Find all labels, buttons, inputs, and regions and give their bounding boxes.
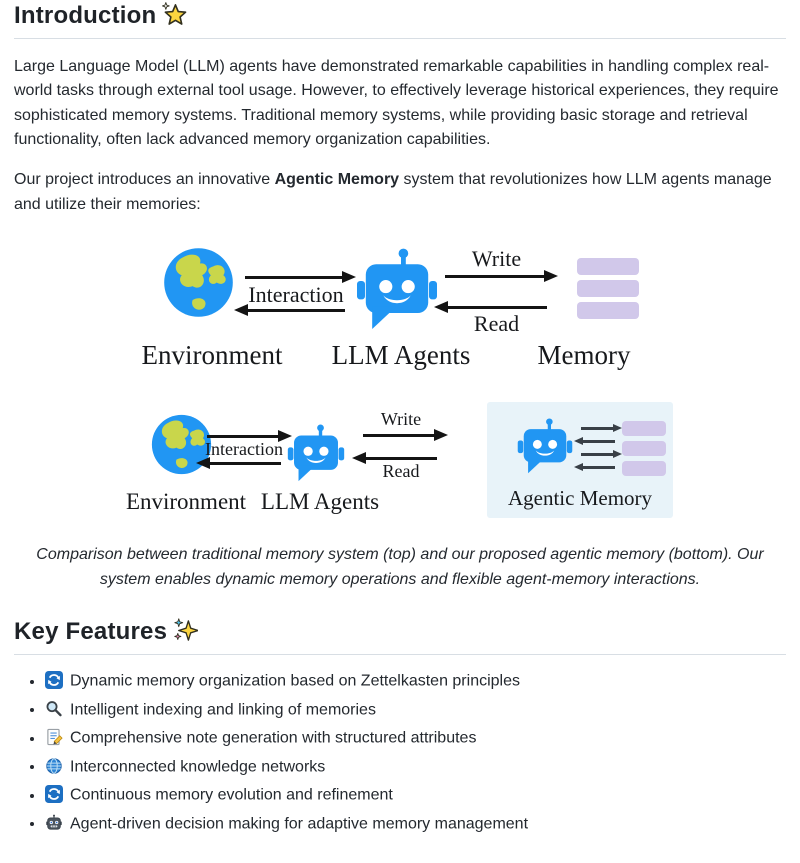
- llm-agents-label: LLM Agents: [260, 488, 380, 514]
- write-arrow: [445, 274, 547, 278]
- agentic-memory-label: Agentic Memory: [507, 485, 653, 510]
- interaction-arrow-right: [245, 275, 345, 279]
- key-features-heading: Key Features: [14, 618, 786, 656]
- feature-item: Intelligent indexing and linking of memo…: [45, 700, 786, 720]
- para2-before: Our project introduces an innovative: [14, 171, 275, 189]
- figure-caption: Comparison between traditional memory sy…: [36, 545, 764, 588]
- memory-op-arrow-right: [581, 452, 615, 456]
- environment-label: Environment: [141, 339, 283, 370]
- magnifying-glass-icon: [45, 700, 63, 718]
- memo-icon: [45, 728, 63, 746]
- feature-label: Intelligent indexing and linking of memo…: [70, 701, 376, 719]
- counterclockwise-arrows-icon: [45, 785, 63, 804]
- robot-face-icon: [45, 814, 63, 832]
- memory-block: [622, 440, 666, 456]
- memory-op-arrow-right: [581, 426, 615, 430]
- read-label: Read: [382, 460, 420, 481]
- interaction-arrow-left: [245, 308, 345, 312]
- feature-item: Agent-driven decision making for adaptiv…: [45, 814, 786, 834]
- feature-label: Comprehensive note generation with struc…: [70, 729, 477, 747]
- read-label: Read: [473, 310, 520, 336]
- intro-heading: Introduction: [14, 2, 786, 39]
- feature-item: Interconnected knowledge networks: [45, 757, 786, 777]
- robot-agent-icon: [515, 415, 575, 477]
- agentic-memory-diagram: Interaction Write Read: [14, 399, 786, 525]
- comparison-figure: Interaction Write Read Environm: [14, 235, 786, 593]
- key-features-section: Key Features Dynamic memory organization…: [14, 618, 786, 833]
- interaction-arrow-left: [207, 461, 281, 465]
- interaction-label: Interaction: [248, 281, 344, 307]
- memory-block: [622, 460, 666, 476]
- read-arrow: [363, 456, 437, 460]
- memory-label: Memory: [537, 339, 631, 370]
- read-arrow: [445, 305, 547, 309]
- interaction-arrow-right: [207, 434, 281, 438]
- write-label: Write: [471, 245, 522, 271]
- robot-agent-icon: [285, 421, 347, 485]
- intro-paragraph-2: Our project introduces an innovative Age…: [14, 168, 786, 217]
- intro-paragraph-1: Large Language Model (LLM) agents have d…: [14, 58, 779, 148]
- memory-block: [577, 257, 639, 275]
- features-list: Dynamic memory organization based on Zet…: [14, 671, 786, 833]
- para2-after: system that revolutionizes how LLM agent…: [14, 171, 772, 213]
- memory-block: [622, 420, 666, 436]
- counterclockwise-arrows-icon: [45, 671, 63, 690]
- feature-item: Dynamic memory organization based on Zet…: [45, 671, 786, 691]
- interaction-label: Interaction: [205, 438, 283, 459]
- agentic-memory-bold: Agentic Memory: [274, 171, 400, 189]
- feature-label: Continuous memory evolution and refineme…: [70, 786, 393, 804]
- intro-section: Introduction Large Language Model (LLM) …: [14, 2, 786, 217]
- environment-label: Environment: [125, 488, 247, 514]
- traditional-memory-diagram: Interaction Write Read Environm: [14, 235, 786, 383]
- write-label: Write: [380, 408, 422, 429]
- feature-item: Comprehensive note generation with struc…: [45, 728, 786, 748]
- feature-label: Interconnected knowledge networks: [70, 758, 326, 776]
- sparkles-icon: [173, 618, 199, 643]
- memory-op-arrow-left: [581, 439, 615, 443]
- write-arrow: [363, 433, 437, 437]
- feature-label: Agent-driven decision making for adaptiv…: [70, 815, 529, 833]
- glowing-star-icon: [162, 2, 187, 27]
- llm-agents-label: LLM Agents: [331, 339, 471, 370]
- globe-with-meridians-icon: [45, 757, 63, 775]
- memory-op-arrow-left: [581, 465, 615, 469]
- key-features-heading-text: Key Features: [14, 618, 168, 646]
- memory-block: [577, 279, 639, 297]
- earth-globe-icon: [162, 246, 235, 319]
- agentic-memory-box: Agentic Memory: [487, 401, 673, 518]
- feature-label: Dynamic memory organization based on Zet…: [70, 672, 520, 690]
- robot-agent-icon: [353, 243, 441, 335]
- intro-heading-text: Introduction: [14, 2, 157, 29]
- memory-block: [577, 301, 639, 319]
- feature-item: Continuous memory evolution and refineme…: [45, 785, 786, 805]
